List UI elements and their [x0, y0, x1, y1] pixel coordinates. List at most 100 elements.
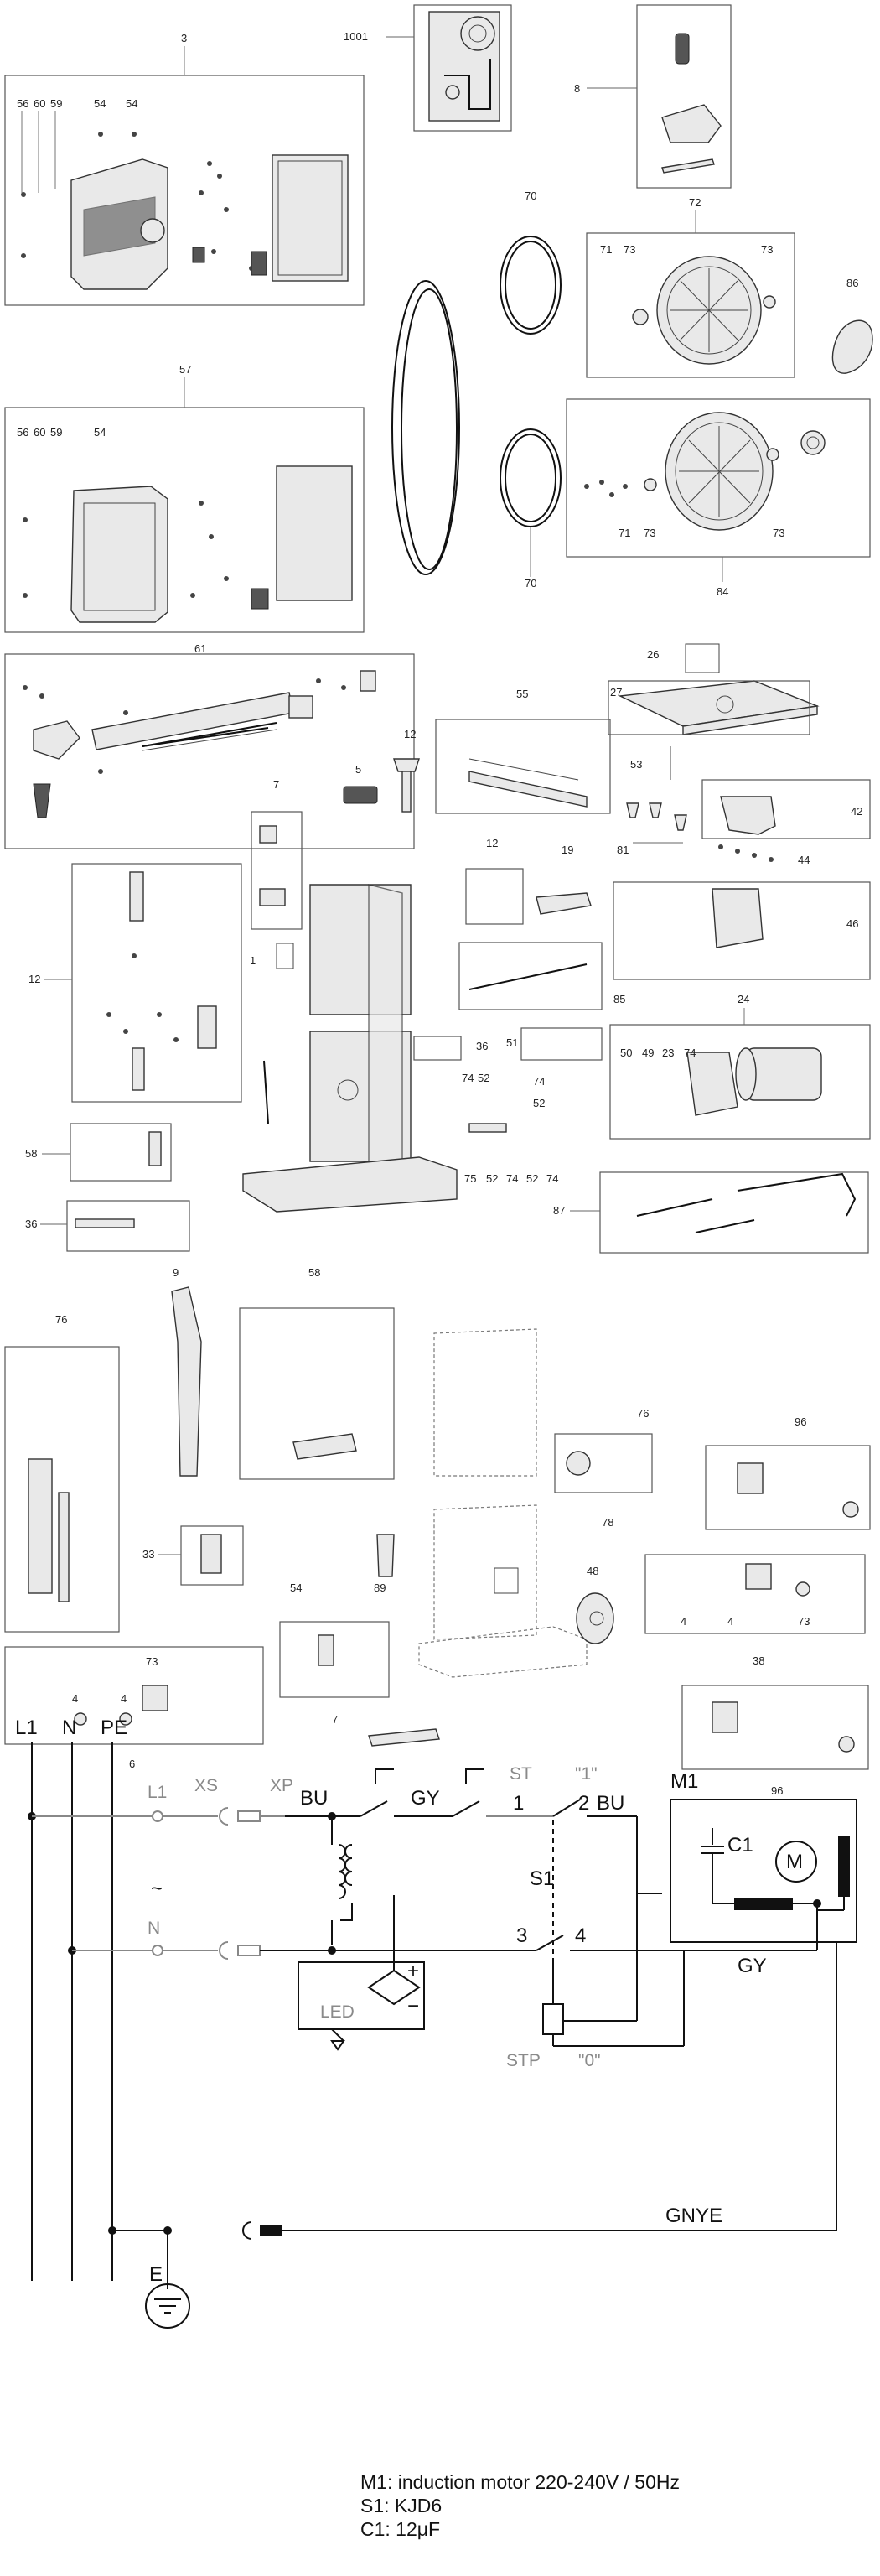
callout-27: 27	[610, 686, 622, 699]
callout-59: 59	[50, 97, 62, 110]
assembly-76-rail: 76	[4, 1313, 120, 1633]
exploded-parts-diagram: 3 56 60 59 54 54 1001 8 72 70	[4, 4, 873, 1797]
callout-61: 61	[194, 642, 206, 655]
callout-96: 96	[795, 1415, 806, 1428]
callout-1001: 1001	[344, 30, 368, 43]
callout-54c: 54	[94, 426, 106, 439]
contact-4: 4	[575, 1924, 586, 1947]
assembly-57-lower-cover: 57 56 60 59 54	[4, 363, 365, 633]
contact-1: 1	[513, 1792, 524, 1815]
callout-73c: 73	[644, 527, 655, 539]
ac-symbol: ~	[151, 1877, 163, 1900]
motor-symbol: M	[786, 1851, 803, 1873]
switch-off: "0"	[578, 2051, 601, 2070]
assembly-7-lower: 7	[279, 1621, 440, 1747]
callout-6: 6	[129, 1758, 135, 1770]
callout-7: 7	[273, 778, 279, 791]
terminal-l1: L1	[148, 1783, 167, 1802]
part-48: 48	[576, 1565, 614, 1644]
terminal-xs: XS	[194, 1776, 218, 1795]
callout-36: 36	[476, 1040, 488, 1052]
callout-33: 33	[142, 1548, 154, 1561]
callout-4c: 4	[72, 1692, 78, 1705]
callout-12b: 12	[486, 837, 498, 849]
wire-gy-1: GY	[411, 1787, 440, 1810]
callout-60: 60	[34, 97, 45, 110]
callout-52b: 52	[533, 1097, 545, 1109]
led-label: LED	[320, 2002, 355, 2022]
assembly-58-lower: 58	[239, 1266, 395, 1480]
part-1001: 1001	[344, 4, 512, 132]
callout-42: 42	[851, 805, 862, 818]
part-1-frame: 1	[242, 884, 458, 1213]
callout-52d: 52	[526, 1172, 538, 1185]
callout-72: 72	[689, 196, 701, 209]
callout-55: 55	[516, 688, 528, 700]
assembly-42-trunnion: 42	[701, 779, 871, 839]
callout-56: 56	[17, 97, 28, 110]
callout-86: 86	[846, 277, 858, 289]
minus-sign: −	[407, 1995, 419, 2018]
part-33: 33	[142, 1525, 244, 1586]
rail-label-n: N	[62, 1716, 76, 1739]
callout-5: 5	[355, 763, 361, 776]
legend-capacitor: C1: 12μF	[360, 2518, 441, 2540]
callout-74b: 74	[533, 1075, 545, 1088]
frame-dashed-view	[418, 1328, 588, 1678]
callout-19: 19	[562, 844, 573, 856]
assembly-96-upper: 96	[705, 1415, 871, 1530]
wire-bu-2: BU	[597, 1792, 624, 1815]
assembly-12-lower-guide: 12	[28, 863, 242, 1103]
callout-9: 9	[173, 1266, 179, 1279]
callout-4d: 4	[121, 1692, 127, 1705]
callout-73b: 73	[761, 243, 773, 256]
part-5: 5	[343, 763, 378, 804]
callout-3: 3	[181, 32, 187, 44]
callout-44: 44	[798, 854, 810, 866]
parts-74-52-75: 74 52 74 52 75 52 74 52 74	[462, 1072, 558, 1185]
assembly-6: 73 4 4 6	[4, 1646, 264, 1770]
wiring-schematic: L1 N PE L1 XS XP BU GY ST "1" 1 2 BU M1 …	[15, 1716, 857, 2329]
callout-70b: 70	[525, 577, 536, 589]
callout-48: 48	[587, 1565, 598, 1577]
callout-73d: 73	[773, 527, 784, 539]
motor-label: M1	[670, 1770, 698, 1793]
callout-71b: 71	[619, 527, 630, 539]
callout-74c: 74	[506, 1172, 518, 1185]
callout-46: 46	[846, 917, 858, 930]
callout-26: 26	[647, 648, 659, 661]
contact-3: 3	[516, 1924, 527, 1947]
callout-60b: 60	[34, 426, 45, 439]
callout-73f: 73	[146, 1655, 158, 1668]
callout-58b: 58	[308, 1266, 320, 1279]
callout-12: 12	[404, 728, 416, 740]
terminal-xp: XP	[270, 1776, 293, 1795]
assembly-96-lower: 96	[681, 1685, 869, 1797]
assembly-61-blade-guide: 61	[4, 642, 415, 849]
callout-84: 84	[717, 585, 728, 598]
callout-57: 57	[179, 363, 191, 376]
switch-st: ST	[510, 1764, 532, 1784]
callout-59b: 59	[50, 426, 62, 439]
callout-96b: 96	[771, 1784, 783, 1797]
wire-gy-2: GY	[738, 1955, 767, 1977]
callout-45: 50	[620, 1046, 632, 1059]
part-12-19-guides: 12 19	[465, 837, 592, 925]
callout-70: 70	[525, 190, 536, 202]
assembly-24-motor: 24 50 49 23 74	[609, 993, 871, 1140]
part-9: 9	[171, 1266, 202, 1477]
assembly-76-right: 76	[554, 1407, 653, 1493]
callout-78: 78	[602, 1516, 613, 1529]
callout-4: 4	[681, 1615, 686, 1628]
contact-2: 2	[578, 1792, 589, 1815]
assembly-85-shaft: 85	[458, 942, 625, 1010]
wire-bu-1: BU	[300, 1787, 328, 1810]
callout-52c: 52	[486, 1172, 498, 1185]
callout-87: 87	[553, 1204, 565, 1217]
callout-71: 71	[600, 243, 612, 256]
callout-49: 23	[662, 1046, 674, 1059]
part-84-lower-wheel: 84 71 73 73	[566, 398, 871, 598]
callout-52: 52	[478, 1072, 489, 1084]
switch-stp: STP	[506, 2051, 541, 2070]
callout-24: 24	[738, 993, 749, 1005]
